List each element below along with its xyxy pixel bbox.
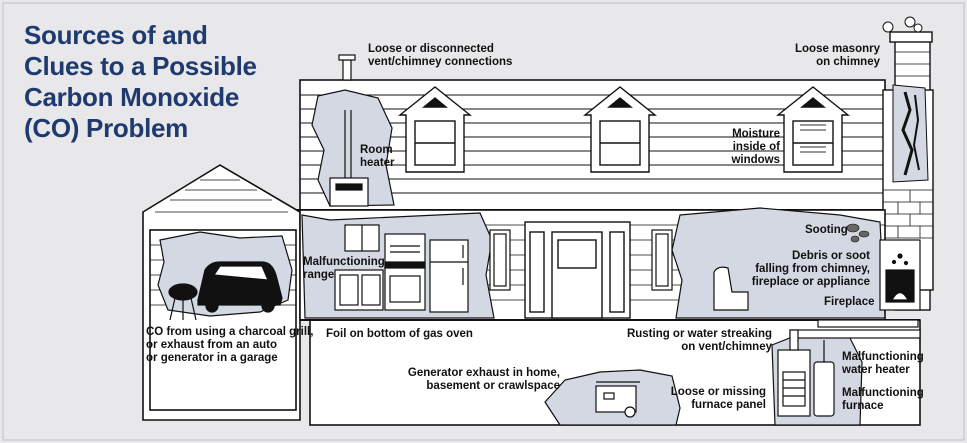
label-line: Room: [360, 144, 393, 156]
label-line: basement or crawlspace: [426, 380, 560, 392]
label-line: fireplace or appliance: [751, 276, 870, 288]
gas-range-icon: [384, 233, 426, 311]
label-line: vent/chimney connections: [368, 56, 513, 68]
label-line: Malfunctioning: [842, 387, 924, 399]
label-line: heater: [360, 157, 395, 169]
label-line: Moisture: [732, 128, 780, 140]
label-line: Loose masonry: [795, 43, 880, 55]
label-loose-masonry: Loose masonry on chimney: [780, 43, 880, 69]
label-water-heater: Malfunctioning water heater: [842, 351, 924, 377]
label-line: Malfunctioning: [842, 351, 924, 363]
label-malfunctioning-range: Malfunctioning range: [303, 256, 385, 282]
label-furnace-panel: Loose or missing furnace panel: [668, 386, 766, 412]
label-line: CO from using a charcoal grill,: [146, 326, 314, 338]
kitchen-cabinets: [334, 224, 384, 311]
label-line: windows: [731, 154, 780, 166]
label-furnace: Malfunctioning furnace: [842, 387, 924, 413]
label-line: Rusting or water streaking: [626, 328, 772, 340]
vent-pipe: [789, 319, 921, 351]
label-line: water heater: [842, 364, 910, 376]
label-garage-co: CO from using a charcoal grill, or exhau…: [146, 326, 313, 365]
label-line: Debris or soot: [792, 250, 870, 262]
label-line: Sooting: [805, 224, 848, 236]
chimney-smoke: [882, 16, 923, 33]
label-line: furnace: [842, 400, 884, 412]
label-generator-exhaust: Generator exhaust in home, basement or c…: [400, 367, 560, 393]
label-line: furnace panel: [691, 399, 766, 411]
soot-icon: [846, 223, 870, 243]
chimney-bricks: [883, 51, 933, 239]
label-sooting: Sooting: [805, 224, 848, 237]
label-line: on vent/chimney: [681, 341, 772, 353]
generator-icon: [595, 381, 640, 418]
furnace-icon: [777, 349, 811, 417]
charcoal-grill-icon: [168, 283, 198, 321]
room-heater: [329, 110, 369, 207]
label-line: Malfunctioning: [303, 256, 385, 268]
label-moisture-windows: Moisture inside of windows: [700, 128, 780, 167]
title-line: Carbon Monoxide: [24, 82, 240, 112]
window-right: [651, 229, 673, 291]
label-foil-oven: Foil on bottom of gas oven: [326, 328, 473, 341]
dormer-left: [398, 86, 472, 173]
label-vent-connections: Loose or disconnected vent/chimney conne…: [368, 43, 512, 69]
dormer-middle: [583, 86, 657, 173]
dormer-right: [776, 86, 850, 173]
label-line: or exhaust from an auto: [146, 339, 277, 351]
refrigerator-icon: [429, 239, 469, 313]
car-icon: [197, 261, 283, 313]
window-left: [489, 229, 511, 291]
title-line: (CO) Problem: [24, 113, 188, 143]
water-heater-icon: [813, 340, 835, 417]
label-line: falling from chimney,: [755, 263, 870, 275]
label-line: inside of: [732, 141, 780, 153]
armchair-icon: [713, 266, 749, 311]
label-debris-soot: Debris or soot falling from chimney, fir…: [740, 250, 870, 289]
title-line: Clues to a Possible: [24, 51, 257, 81]
label-line: Generator exhaust in home,: [407, 367, 560, 379]
label-line: Loose or disconnected: [368, 43, 494, 55]
diagram-title: Sources of and Clues to a Possible Carbo…: [24, 20, 304, 144]
label-line: Foil on bottom of gas oven: [326, 328, 473, 340]
roof-vent: [338, 54, 356, 81]
chimney-flue-cutaway: [892, 84, 929, 183]
front-door: [524, 221, 631, 319]
label-line: Fireplace: [824, 296, 875, 308]
label-line: or generator in a garage: [146, 352, 278, 364]
label-line: on chimney: [816, 56, 880, 68]
label-fireplace: Fireplace: [824, 296, 875, 309]
fireplace-icon: [879, 239, 921, 311]
label-room-heater: Room heater: [360, 144, 395, 170]
attic-cutaway: [311, 89, 395, 207]
title-line: Sources of and: [24, 20, 208, 50]
label-line: range: [303, 269, 335, 281]
label-rusting-vent: Rusting or water streaking on vent/chimn…: [612, 328, 772, 354]
label-line: Loose or missing: [670, 386, 766, 398]
